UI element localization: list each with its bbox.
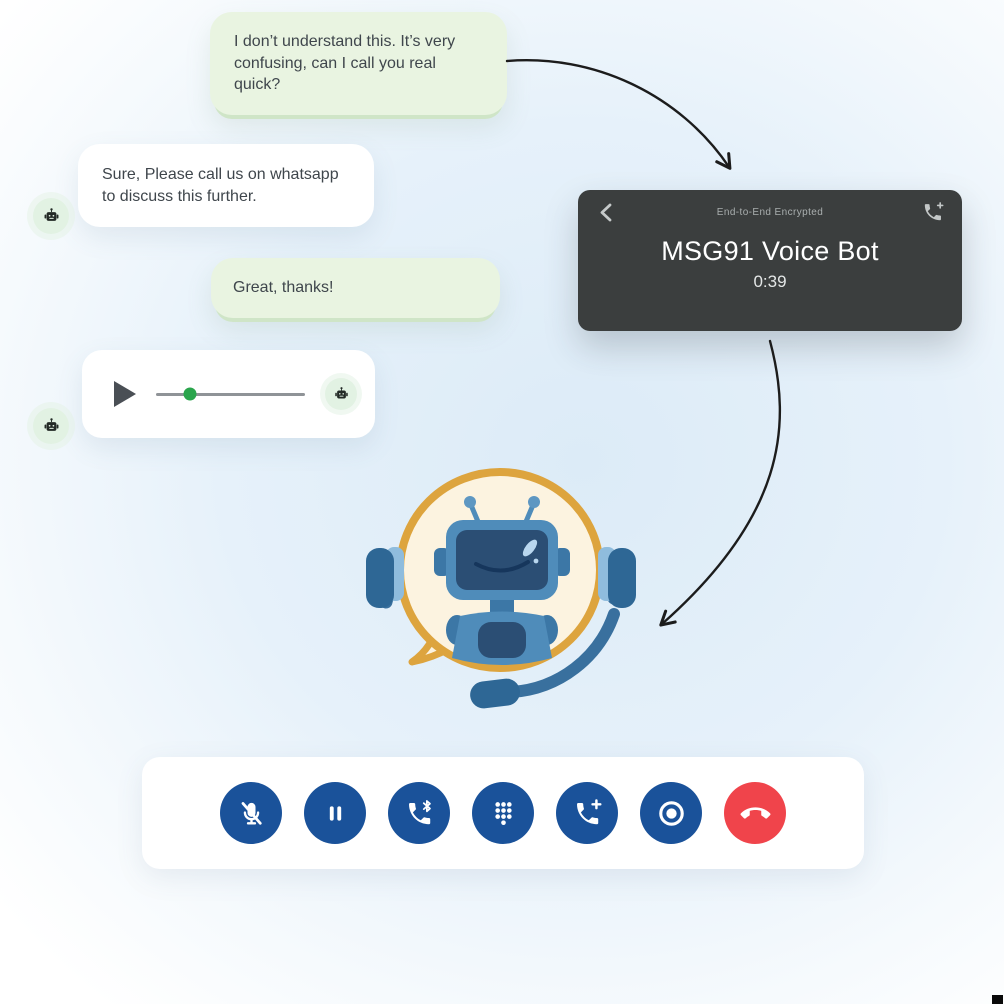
arrow-call-to-bot <box>659 339 782 627</box>
dialpad-icon <box>494 801 512 825</box>
audio-progress-knob[interactable] <box>183 387 197 401</box>
robot-icon <box>334 386 348 398</box>
chat-bubble-bot-1: Sure, Please call us on whatsapp to disc… <box>78 144 374 228</box>
chat-message-text: Great, thanks! <box>233 279 334 296</box>
keypad-button[interactable] <box>472 782 534 844</box>
bot-avatar <box>33 408 69 444</box>
robot-icon <box>44 207 58 221</box>
chat-bubble-customer-1: I don’t understand this. It’s very confu… <box>210 12 507 115</box>
call-contact-name: MSG91 Voice Bot <box>661 236 879 266</box>
hold-button[interactable] <box>304 782 366 844</box>
corner-artifact <box>992 995 1003 1004</box>
chat-bubble-customer-2: Great, thanks! <box>211 258 500 318</box>
phone-bluetooth-icon <box>408 799 431 824</box>
chat-message-text: I don’t understand this. It’s very confu… <box>234 33 456 94</box>
call-screen-card: End-to-End Encrypted MSG91 Voice Bot 0:3… <box>578 190 962 331</box>
bluetooth-audio-button[interactable] <box>388 782 450 844</box>
voicebot-illustration <box>358 452 650 718</box>
play-icon[interactable] <box>112 379 138 409</box>
audio-message-bubble <box>82 350 375 438</box>
mic-off-icon <box>241 801 262 825</box>
record-icon <box>658 800 684 826</box>
bot-avatar <box>325 378 357 410</box>
audio-progress-track[interactable] <box>156 387 305 401</box>
record-button[interactable] <box>640 782 702 844</box>
robot-icon <box>44 417 58 431</box>
end-call-icon <box>740 806 770 819</box>
mute-button[interactable] <box>220 782 282 844</box>
end-call-button[interactable] <box>724 782 786 844</box>
pause-icon <box>329 805 341 821</box>
arrow-chat-to-call <box>505 59 732 170</box>
bot-avatar <box>33 198 69 234</box>
call-controls-bar <box>142 757 864 869</box>
robot-headset-graphic <box>366 468 636 709</box>
phone-add-icon[interactable] <box>921 201 944 224</box>
chevron-left-icon[interactable] <box>598 203 613 222</box>
call-timer: 0:39 <box>753 272 787 291</box>
encryption-label: End-to-End Encrypted <box>716 207 824 218</box>
phone-add-icon <box>576 798 602 824</box>
chat-message-text: Sure, Please call us on whatsapp to disc… <box>102 166 339 205</box>
add-call-button[interactable] <box>556 782 618 844</box>
